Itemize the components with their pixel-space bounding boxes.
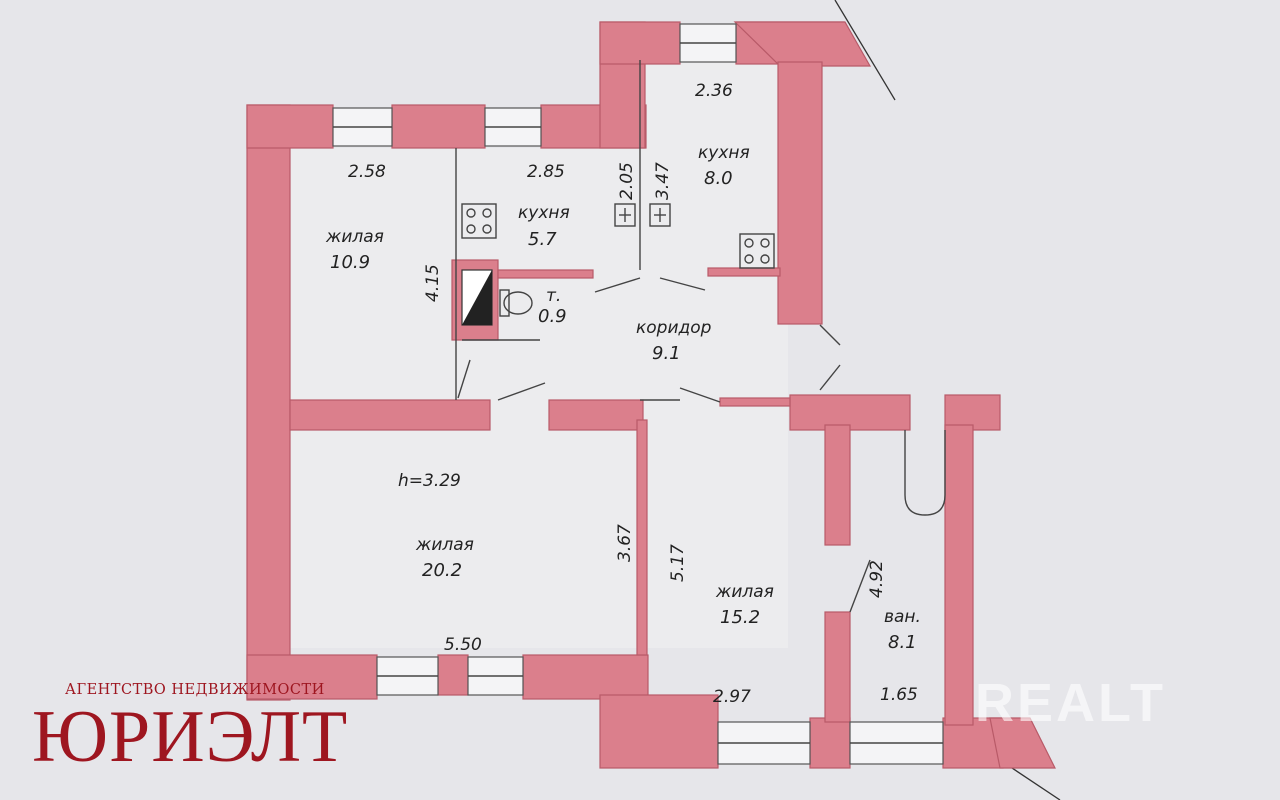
- room-living2-area: 20.2: [422, 560, 462, 581]
- dim-2-05: 2.05: [617, 162, 637, 200]
- agency-logo-name: ЮРИЭЛТ: [32, 696, 349, 778]
- dim-1-65: 1.65: [880, 685, 918, 705]
- floor-area: [288, 60, 788, 648]
- room-kitchen2-label: кухня: [698, 143, 750, 163]
- room-kitchen1-area: 5.7: [528, 229, 557, 250]
- room-living3-label: жилая: [715, 582, 774, 602]
- dim-2-36: 2.36: [695, 81, 733, 101]
- dim-2-97: 2.97: [713, 687, 751, 707]
- room-living3-area: 15.2: [720, 607, 760, 628]
- dimensions: 2.58 2.85 2.36 5.50 2.97 1.65 2.05 3.47 …: [348, 81, 918, 707]
- partitions: [455, 60, 946, 613]
- dim-4-92: 4.92: [867, 560, 887, 598]
- dim-5-50: 5.50: [444, 635, 482, 655]
- room-labels: жилая 10.9 кухня 5.7 кухня 8.0 т. 0.9 ко…: [325, 143, 921, 653]
- dim-2-85: 2.85: [527, 162, 565, 182]
- room-living1-area: 10.9: [330, 252, 370, 273]
- dim-3-67: 3.67: [615, 524, 635, 562]
- room-toilet-label: т.: [546, 286, 561, 306]
- dim-2-58: 2.58: [348, 162, 386, 182]
- dim-5-17: 5.17: [668, 544, 688, 582]
- room-kitchen2-area: 8.0: [704, 168, 733, 189]
- room-corridor-label: коридор: [636, 318, 712, 338]
- realt-watermark: REALT: [975, 673, 1166, 733]
- dim-4-15: 4.15: [423, 264, 443, 302]
- walls: [246, 21, 1056, 769]
- room-kitchen1-label: кухня: [518, 203, 570, 223]
- room-bath-label: ван.: [884, 607, 921, 627]
- ceiling-height: h=3.29: [398, 471, 461, 491]
- room-living2-label: жилая: [415, 535, 474, 555]
- windows: [332, 23, 944, 765]
- room-corridor-area: 9.1: [652, 343, 681, 364]
- room-toilet-area: 0.9: [538, 306, 567, 327]
- dim-3-47: 3.47: [653, 162, 673, 200]
- agency-subtitle: АГЕНТСТВО НЕДВИЖИМОСТИ: [65, 682, 325, 698]
- room-living1-label: жилая: [325, 227, 384, 247]
- room-bath-area: 8.1: [888, 632, 917, 653]
